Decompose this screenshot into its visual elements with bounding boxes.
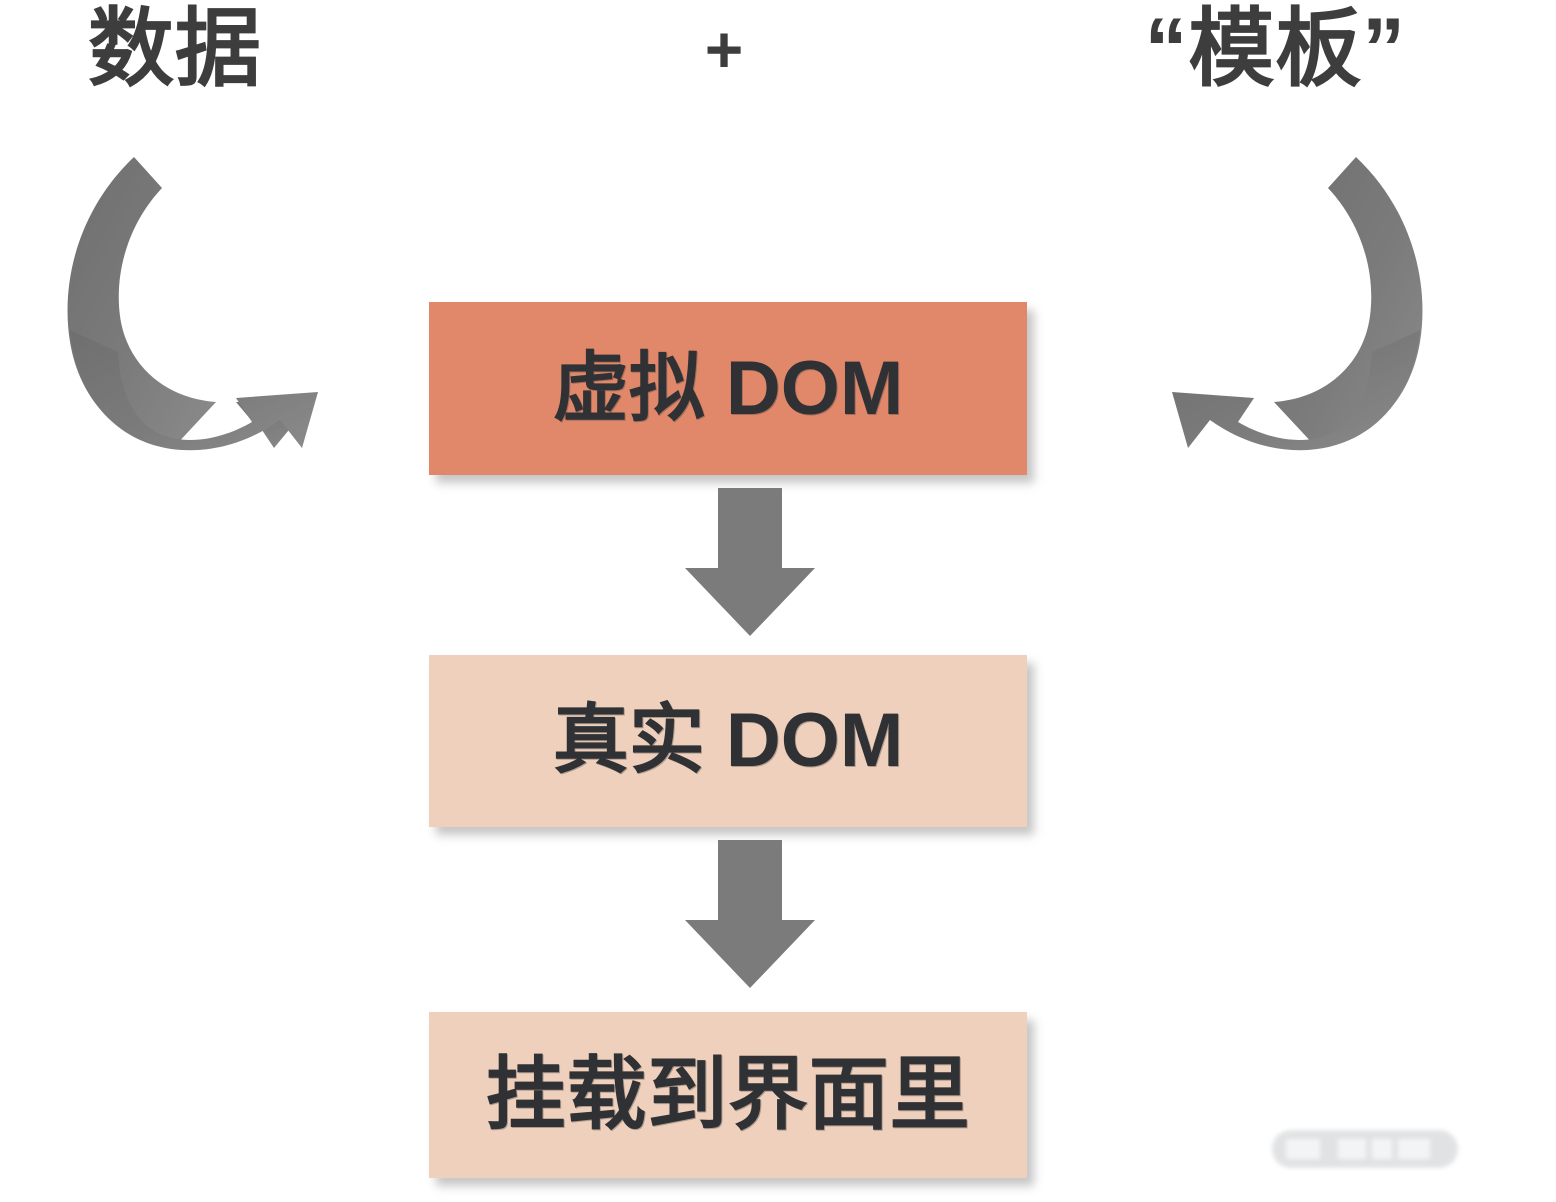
box-virtual-dom[interactable]: 虚拟 DOM <box>429 302 1027 475</box>
box-virtual-dom-label: 虚拟 DOM <box>552 345 904 431</box>
curved-arrow-right-icon <box>1172 157 1423 451</box>
down-arrow-1-icon <box>685 488 815 636</box>
label-template: “模板” <box>1144 1 1406 97</box>
box-real-dom-label: 真实 DOM <box>552 698 904 783</box>
label-data: 数据 <box>88 1 262 97</box>
plus-operator: + <box>704 12 744 86</box>
down-arrow-2-icon <box>685 840 815 988</box>
box-mount-to-ui-label: 挂载到界面里 <box>485 1050 971 1139</box>
watermark-badge <box>1272 1130 1458 1168</box>
box-mount-to-ui[interactable]: 挂载到界面里 <box>429 1012 1027 1178</box>
box-real-dom[interactable]: 真实 DOM <box>429 655 1027 827</box>
curved-arrow-left-icon <box>67 157 318 451</box>
